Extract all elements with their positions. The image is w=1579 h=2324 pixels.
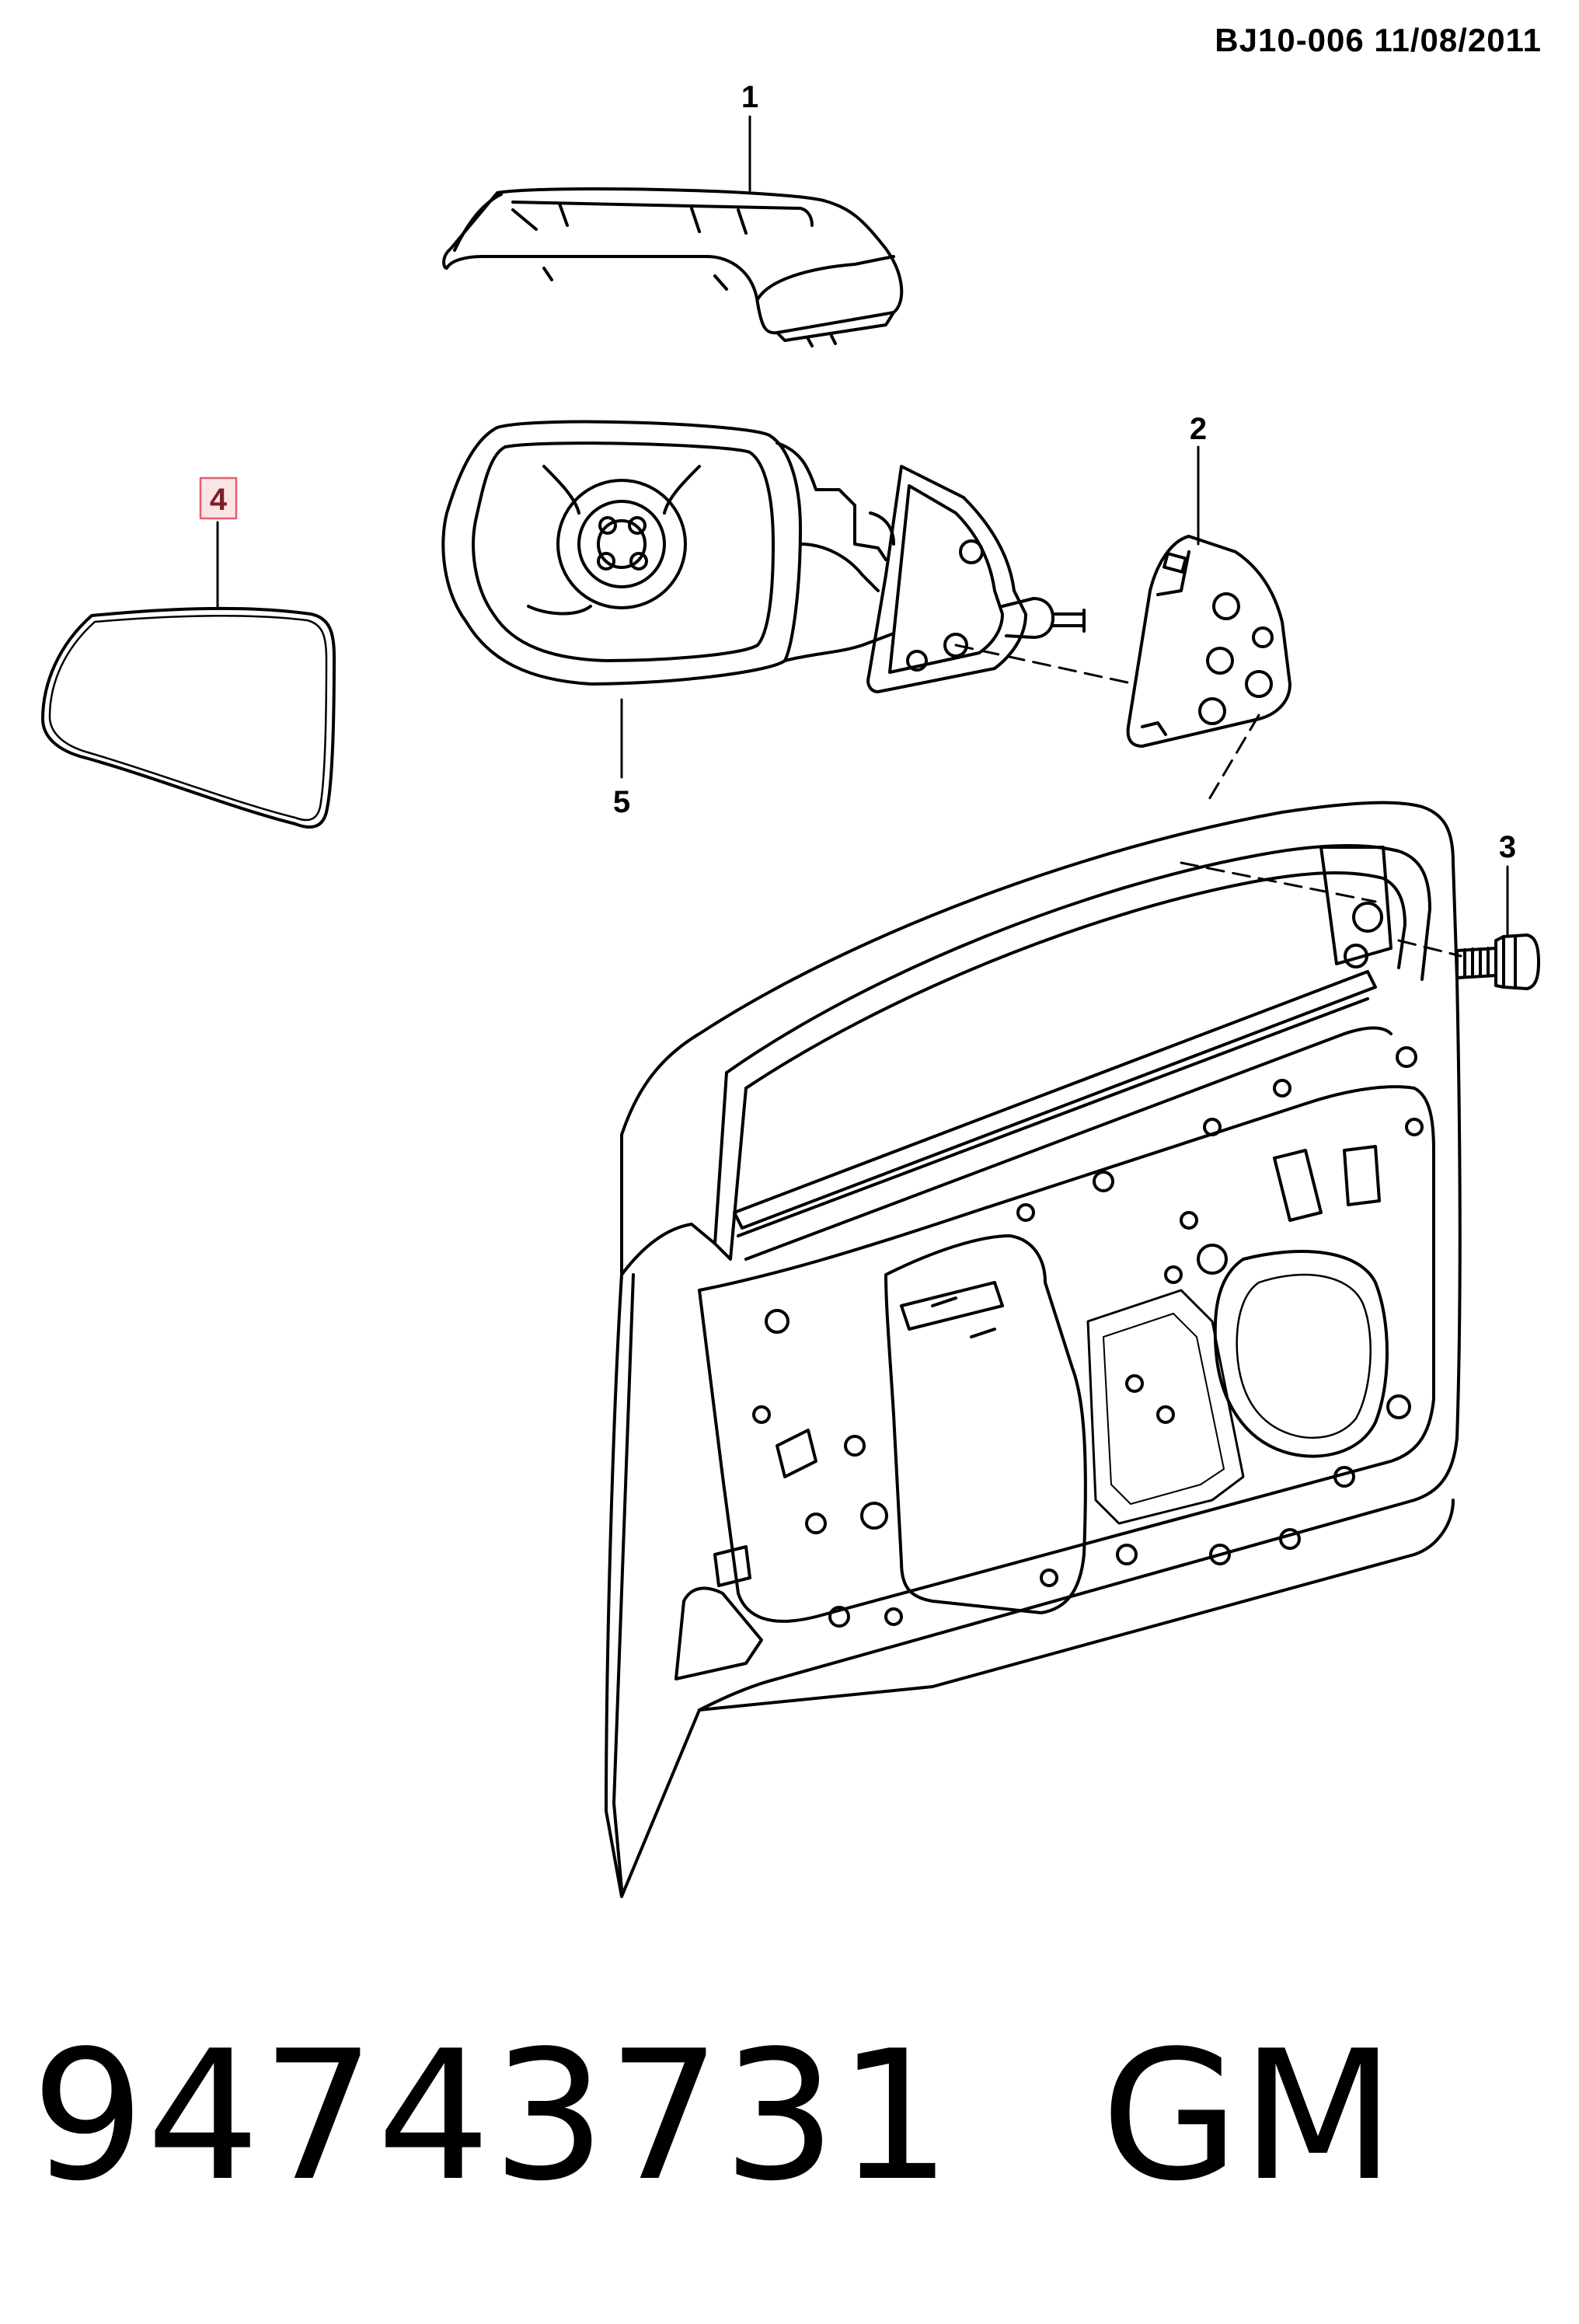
mounting-bolt xyxy=(1455,933,1540,990)
assembly-dash-lines xyxy=(954,644,1462,958)
mirror-base-plate xyxy=(866,465,1086,693)
diagram-reference-code: BJ10-006 11/08/2011 xyxy=(1215,22,1542,58)
callout-1: 1 xyxy=(741,80,758,114)
part-number: 94743731 xyxy=(31,2013,953,2221)
callout-4-highlight xyxy=(199,476,238,520)
callout-4: 4 xyxy=(210,483,228,517)
mounting-gasket xyxy=(1126,535,1291,748)
callout-2: 2 xyxy=(1190,412,1207,446)
brand-name: GM xyxy=(1100,2013,1397,2221)
callout-3: 3 xyxy=(1499,830,1516,864)
mirror-housing-assembly xyxy=(441,420,895,686)
callout-5: 5 xyxy=(613,785,630,819)
mirror-cover-cap xyxy=(442,187,904,347)
mirror-glass xyxy=(41,606,336,829)
part-number-footer: 94743731 GM xyxy=(31,2013,1396,2221)
front-door-shell xyxy=(605,801,1462,1898)
leader-lines xyxy=(216,115,1509,938)
